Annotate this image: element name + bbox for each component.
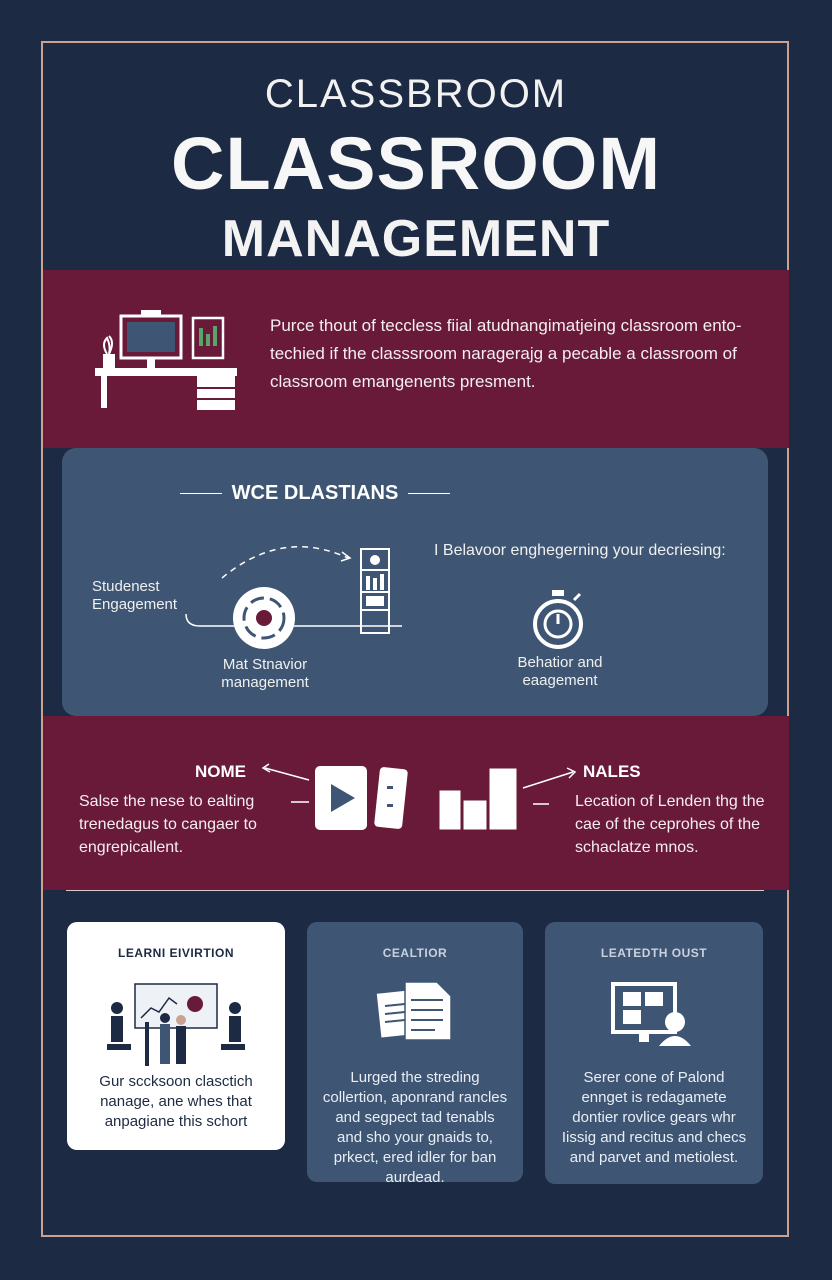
page-frame bbox=[41, 41, 789, 1237]
student-engagement-label: Studenest Engagement bbox=[92, 578, 178, 613]
left-arrows bbox=[261, 762, 321, 812]
header-line-1: CLASSBROOM bbox=[264, 72, 568, 116]
section-divider bbox=[66, 890, 764, 891]
page-header: CLASSBROOM CLASSROOM MANAGEMENT bbox=[43, 60, 789, 268]
stats-card: WCE DLASTIANS Studenest Engagement bbox=[62, 448, 768, 716]
behavior-management-label: Mat Stnavior management bbox=[221, 656, 309, 691]
strategy-right-heading: NALES bbox=[583, 762, 641, 781]
box-1-heading: LEARNI EIVIRTION bbox=[117, 946, 234, 960]
target-gear-icon bbox=[230, 584, 298, 652]
play-cards-icon bbox=[313, 764, 413, 832]
strategies-band: NOME Salse the nese to ealting trenedagu… bbox=[43, 716, 789, 890]
box-3-heading: LEATEDTH OUST bbox=[600, 946, 708, 960]
stats-title-text: WCE DLASTIANS bbox=[231, 482, 399, 504]
bookshelf-icon bbox=[360, 548, 390, 634]
behavior-engagement-label: Behatior and eaagement bbox=[517, 654, 603, 689]
box-2-heading: CEALTIOR bbox=[382, 946, 448, 960]
monitor-user-icon bbox=[609, 980, 695, 1046]
team-meeting-icon bbox=[105, 978, 247, 1070]
stopwatch-icon bbox=[530, 588, 586, 650]
strategy-right-text: Lecation of Lenden thg the cae of the ce… bbox=[575, 793, 765, 856]
engagement-flow-diagram bbox=[182, 528, 402, 638]
strategy-left-text: Salse the nese to ealting trenedagus to … bbox=[79, 793, 257, 856]
intro-text: Purce thout of teccless fiial atudnangim… bbox=[270, 316, 742, 391]
desk-computer-icon bbox=[93, 306, 243, 410]
stats-title: WCE DLASTIANS bbox=[62, 482, 568, 505]
box-3-text: Serer cone of Palond ennget is redagamet… bbox=[561, 1069, 747, 1166]
collection-box: CEALTIOR Lurged the streding collertion,… bbox=[307, 922, 523, 1186]
stats-right-heading: I Belavoor enghegerning your decriesing: bbox=[434, 542, 726, 559]
right-arrows bbox=[521, 766, 581, 816]
documents-icon bbox=[375, 978, 455, 1044]
header-line-3: MANAGEMENT bbox=[221, 210, 611, 268]
box-1-text: Gur sccksoon clasctich nanage, ane whes … bbox=[99, 1073, 253, 1130]
box-2-text: Lurged the streding collertion, aponrand… bbox=[322, 1069, 508, 1186]
intro-band: Purce thout of teccless fiial atudnangim… bbox=[43, 270, 789, 448]
header-line-2: CLASSROOM bbox=[171, 122, 661, 205]
leadership-box: LEATEDTH OUST Serer cone of Palond ennge… bbox=[545, 922, 763, 1184]
learning-environment-box: LEARNI EIVIRTION Gur sccksoon clasctich … bbox=[67, 922, 285, 1150]
bar-blocks-icon bbox=[437, 766, 521, 832]
strategy-left-heading: NOME bbox=[195, 762, 246, 781]
